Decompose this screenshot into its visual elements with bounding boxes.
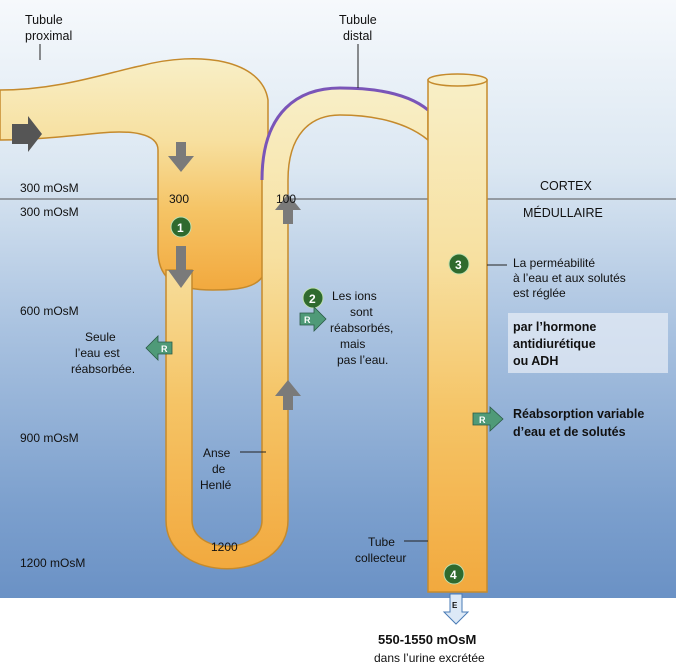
adh-line2: antidiurétique xyxy=(513,337,596,351)
osm-900: 900 mOsM xyxy=(20,431,79,445)
svg-text:E: E xyxy=(452,601,458,610)
ions-note-line3: réabsorbés, xyxy=(330,321,393,335)
descending-arrow-top xyxy=(168,142,194,172)
henle-line1: Anse xyxy=(203,446,231,460)
svg-text:R: R xyxy=(161,344,168,354)
ions-note-line4: mais xyxy=(340,337,365,351)
adh-line1: par l’hormone xyxy=(513,320,596,334)
svg-text:3: 3 xyxy=(455,258,462,272)
variable-reabsorption-line2: d’eau et de solutés xyxy=(513,425,626,439)
collector-line1: Tube xyxy=(368,535,395,549)
svg-text:1: 1 xyxy=(177,221,184,235)
ions-note-line1: Les ions xyxy=(332,289,377,303)
variable-reabsorption-line1: Réabsorption variable xyxy=(513,407,644,421)
ions-note-line5: pas l’eau. xyxy=(337,353,388,367)
svg-text:2: 2 xyxy=(309,292,316,306)
permeability-line3: est réglée xyxy=(513,286,566,300)
urine-osmolarity: 550-1550 mOsM xyxy=(378,632,476,647)
osm-300-cortex: 300 mOsM xyxy=(20,181,79,195)
urine-description: dans l’urine excrétée xyxy=(374,651,485,665)
svg-text:4: 4 xyxy=(450,568,457,582)
medulla-label: MÉDULLAIRE xyxy=(523,205,603,220)
osm-300-medulla: 300 mOsM xyxy=(20,205,79,219)
water-reabsorption-marker: R xyxy=(145,335,173,361)
permeability-line2: à l’eau et aux solutés xyxy=(513,271,626,285)
svg-text:R: R xyxy=(304,315,311,325)
inflow-arrow xyxy=(12,116,42,152)
flow-arrows xyxy=(12,116,301,410)
adh-line3: ou ADH xyxy=(513,354,558,368)
step-3-badge: 3 xyxy=(448,253,470,275)
henle-line3: Henlé xyxy=(200,478,232,492)
step-1-badge: 1 xyxy=(170,216,192,238)
water-note-line2: l’eau est xyxy=(75,346,120,360)
permeability-line1: La perméabilité xyxy=(513,256,595,270)
value-300: 300 xyxy=(169,192,189,206)
proximal-label-line2: proximal xyxy=(25,29,72,43)
ascending-arrow-bottom xyxy=(275,380,301,410)
osm-600: 600 mOsM xyxy=(20,304,79,318)
adh-box xyxy=(508,313,668,373)
value-100: 100 xyxy=(276,192,296,206)
step-2-badge: 2 xyxy=(302,287,324,309)
cortex-label: CORTEX xyxy=(540,179,593,193)
value-1200: 1200 xyxy=(211,540,238,554)
water-note-line1: Seule xyxy=(85,330,116,344)
bottom-white-band xyxy=(0,598,676,666)
excretion-marker: E xyxy=(442,593,470,625)
osm-1200: 1200 mOsM xyxy=(20,556,85,570)
proximal-label-line1: Tubule xyxy=(25,13,63,27)
distal-label-line1: Tubule xyxy=(339,13,377,27)
step-4-badge: 4 xyxy=(443,563,465,585)
nephron-tubule xyxy=(0,57,488,593)
descending-arrow-bottom xyxy=(168,246,194,288)
svg-text:R: R xyxy=(479,415,486,425)
collector-line2: collecteur xyxy=(355,551,406,565)
water-note-line3: réabsorbée. xyxy=(71,362,135,376)
ascending-arrow-top xyxy=(275,194,301,224)
variable-reabsorption-marker: R xyxy=(472,406,504,432)
ions-note-line2: sont xyxy=(350,305,373,319)
distal-label-line2: distal xyxy=(343,29,372,43)
henle-line2: de xyxy=(212,462,226,476)
ion-reabsorption-marker: R xyxy=(299,306,327,332)
